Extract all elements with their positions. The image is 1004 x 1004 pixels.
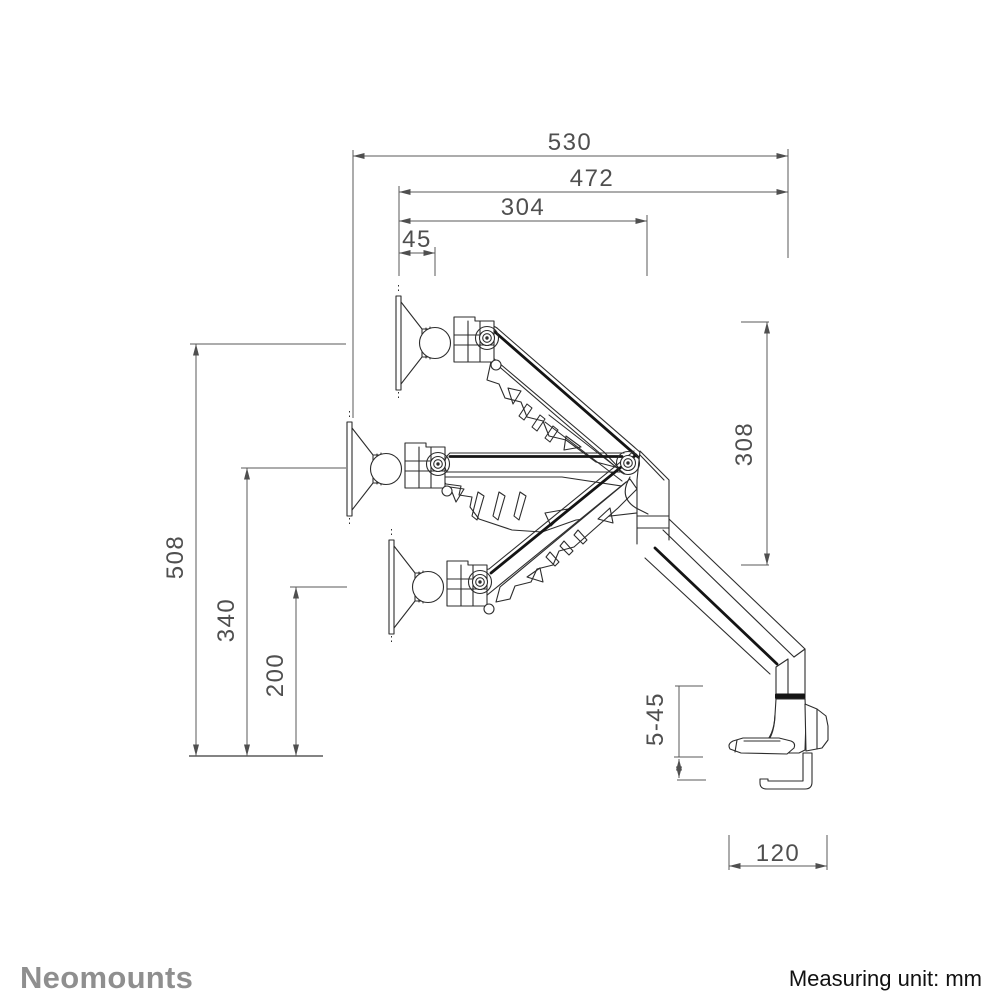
dimension-472-label: 472 <box>570 165 615 192</box>
dimension-340-label: 340 <box>213 598 240 643</box>
dimension-508: 508 <box>162 343 346 756</box>
dimension-530-label: 530 <box>548 129 593 156</box>
dimension-clamp-range-label: 5-45 <box>642 692 669 746</box>
footer: Neomounts Measuring unit: mm <box>20 960 982 995</box>
dimension-45-label: 45 <box>402 226 432 253</box>
dimension-200: 200 <box>262 586 347 756</box>
desk-clamp <box>728 693 829 790</box>
brand-logo: Neomounts <box>20 960 193 995</box>
dimension-308-label: 308 <box>731 422 758 467</box>
dimension-annotations: 530 472 304 45 508 340 <box>162 129 828 870</box>
vesa-mount-bottom <box>388 528 495 646</box>
dimension-508-label: 508 <box>162 535 189 580</box>
clamp-lever <box>728 737 796 755</box>
elbow-joint <box>615 450 670 545</box>
dimension-304-label: 304 <box>501 194 546 221</box>
monitor-arm-illustration <box>346 284 829 790</box>
dimension-120-label: 120 <box>756 840 801 867</box>
dimension-308: 308 <box>731 321 770 566</box>
dimension-304: 304 <box>399 194 648 276</box>
clamp-hook <box>759 752 813 790</box>
dimension-clamp-range: 5-45 <box>642 685 706 781</box>
dimension-530: 530 <box>352 129 789 418</box>
dimension-45: 45 <box>399 226 436 276</box>
dimension-200-label: 200 <box>262 653 289 698</box>
measuring-unit-note: Measuring unit: mm <box>789 966 982 991</box>
dimension-340: 340 <box>213 467 346 756</box>
vesa-mount-top <box>395 284 502 402</box>
dimension-120: 120 <box>728 835 828 870</box>
arm-middle-position <box>346 410 670 533</box>
vesa-mount-middle <box>346 410 453 528</box>
lower-arm <box>644 518 806 701</box>
arm-bottom-position <box>388 450 638 646</box>
clamp-collar-ring <box>775 693 805 699</box>
dimension-472: 472 <box>398 165 788 276</box>
